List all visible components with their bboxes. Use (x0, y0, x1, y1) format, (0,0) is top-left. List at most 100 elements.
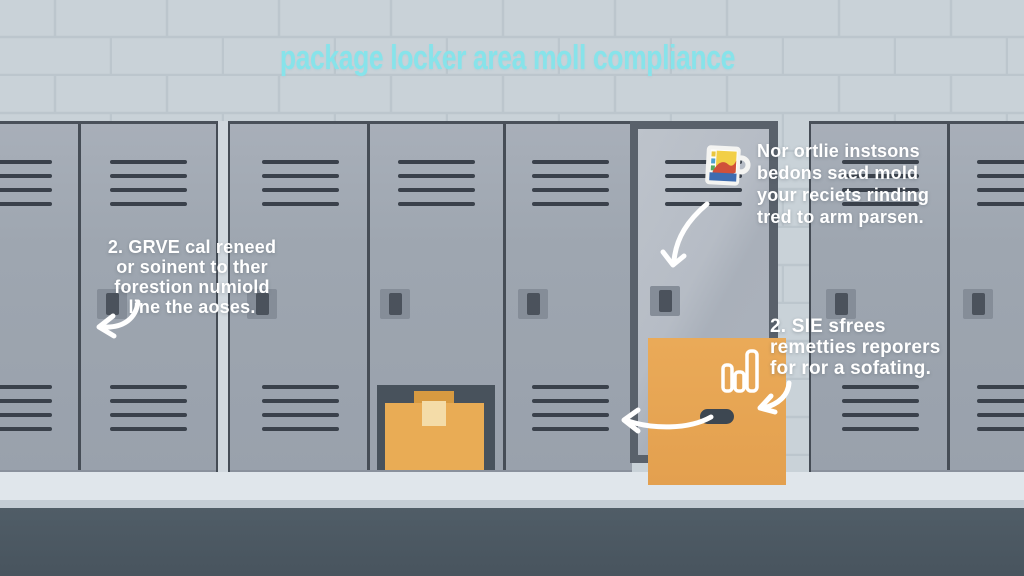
vent-grille (532, 385, 609, 431)
vent-slat (0, 174, 52, 178)
floor-skirting (0, 472, 1024, 500)
vent-slat (110, 202, 187, 206)
annotation-line: 2. GRVE cal reneed (107, 237, 277, 257)
vent-slat (262, 413, 339, 417)
annotation-line: line the aoses. (128, 297, 256, 317)
vent-slat (110, 413, 187, 417)
locker-handle (650, 286, 680, 316)
vent-slat (532, 202, 609, 206)
vent-slat (977, 174, 1024, 178)
annotation-left: 2. GRVE cal reneed or soinent to ther fo… (92, 237, 292, 317)
vent-slat (842, 427, 919, 431)
locker-handle (826, 289, 856, 319)
vent-slat (262, 399, 339, 403)
vent-slat (398, 160, 475, 164)
vent-slat (398, 174, 475, 178)
open-compartment (377, 385, 495, 473)
vent-slat (110, 385, 187, 389)
vent-slat (262, 385, 339, 389)
vent-slat (262, 174, 339, 178)
door-pull-handle (700, 409, 734, 424)
vent-slat (110, 160, 187, 164)
vent-grille (110, 160, 187, 206)
vent-slat (842, 413, 919, 417)
door-divider (367, 124, 370, 475)
page-title: package locker area moll compliance (279, 38, 735, 77)
floor (0, 508, 1024, 576)
annotation-line: remetties reporers (770, 337, 941, 358)
vent-slat (532, 413, 609, 417)
annotation-line: for ror a sofating. (770, 358, 932, 379)
locker-handle (247, 289, 277, 319)
vent-slat (532, 160, 609, 164)
vent-slat (977, 427, 1024, 431)
vent-slat (532, 399, 609, 403)
vent-slat (532, 427, 609, 431)
locker-cabinet-middle (228, 121, 632, 475)
package-label (422, 401, 446, 426)
vent-slat (262, 188, 339, 192)
vent-slat (665, 202, 742, 206)
vent-slat (0, 413, 52, 417)
vent-grille (665, 160, 742, 206)
vent-slat (532, 174, 609, 178)
vent-slat (977, 399, 1024, 403)
annotation-line: or soinent to ther (116, 257, 268, 277)
floor-edge (0, 500, 1024, 508)
vent-slat (0, 427, 52, 431)
vent-slat (665, 174, 742, 178)
vent-slat (398, 202, 475, 206)
vent-slat (977, 413, 1024, 417)
annotation-line: Nor ortlie instsons (757, 141, 920, 161)
vent-grille (262, 385, 339, 431)
vent-grille (842, 385, 919, 431)
locker-cabinet-right (809, 121, 1024, 475)
vent-slat (110, 427, 187, 431)
vent-slat (977, 188, 1024, 192)
vent-grille (0, 385, 52, 431)
vent-grille (398, 160, 475, 206)
door-divider (78, 124, 81, 475)
vent-grille (977, 385, 1024, 431)
vent-slat (842, 188, 919, 192)
annotation-line: bedons saed mold (757, 163, 919, 183)
vent-slat (262, 160, 339, 164)
vent-slat (262, 427, 339, 431)
vent-slat (842, 160, 919, 164)
annotation-bottom-right: 2. SIE sfrees remetties reporers for ror… (770, 316, 940, 379)
door-divider (947, 124, 950, 475)
locker-handle (963, 289, 993, 319)
orange-open-door (648, 338, 786, 485)
cabinet-gap-strip (218, 121, 228, 475)
vent-grille (977, 160, 1024, 206)
vent-grille (532, 160, 609, 206)
vent-grille (0, 160, 52, 206)
vent-grille (110, 385, 187, 431)
vent-slat (110, 174, 187, 178)
vent-grille (842, 160, 919, 206)
vent-slat (262, 202, 339, 206)
vent-slat (665, 188, 742, 192)
vent-slat (977, 385, 1024, 389)
vent-slat (977, 160, 1024, 164)
vent-slat (532, 385, 609, 389)
vent-slat (665, 160, 742, 164)
locker-handle (518, 289, 548, 319)
vent-slat (0, 399, 52, 403)
vent-slat (110, 188, 187, 192)
vent-slat (842, 385, 919, 389)
annotation-line: 2. SIE sfrees (770, 316, 886, 337)
vent-slat (977, 202, 1024, 206)
vent-slat (842, 202, 919, 206)
vent-slat (532, 188, 609, 192)
annotation-top-right: Nor ortlie instsons bedons saed mold you… (757, 140, 929, 228)
vent-slat (842, 174, 919, 178)
vent-slat (398, 188, 475, 192)
annotation-line: tred to arm parsen. (757, 207, 924, 227)
door-divider (503, 124, 506, 475)
vent-slat (0, 202, 52, 206)
vent-grille (262, 160, 339, 206)
vent-slat (0, 385, 52, 389)
vent-slat (0, 160, 52, 164)
